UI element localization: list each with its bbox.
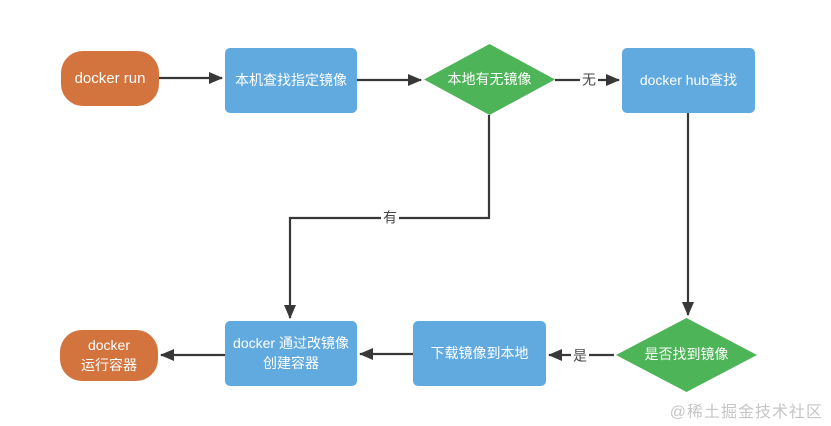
node-download-image: 下载镜像到本地 [413, 321, 546, 386]
node-create-container-label-line2: 创建容器 [263, 354, 319, 371]
node-find-local-image-label: 本机查找指定镜像 [235, 71, 347, 88]
edge-label-yes: 是 [571, 347, 589, 364]
node-decision-image-found-label: 是否找到镜像 [644, 346, 729, 363]
node-docker-hub-search: docker hub查找 [622, 48, 755, 113]
node-create-container-label-line1: docker 通过改镜像 [233, 334, 349, 351]
node-docker-hub-search-label: docker hub查找 [639, 71, 738, 88]
watermark-text: @稀土掘金技术社区 [669, 404, 823, 421]
node-download-image-label: 下载镜像到本地 [430, 344, 529, 361]
node-create-container: docker 通过改镜像 创建容器 [225, 321, 357, 386]
node-find-local-image: 本机查找指定镜像 [225, 48, 357, 113]
node-docker-run-label: docker run [74, 70, 146, 87]
node-docker-run: docker run [61, 51, 159, 106]
edge-label-no: 无 [580, 71, 598, 88]
edge-label-has: 有 [381, 209, 399, 226]
node-run-container: docker 运行容器 [60, 330, 158, 381]
node-decision-local-image-exists-label: 本地有无镜像 [447, 70, 532, 87]
node-run-container-label-line2: 运行容器 [81, 356, 137, 373]
node-run-container-label-line1: docker [87, 336, 131, 353]
